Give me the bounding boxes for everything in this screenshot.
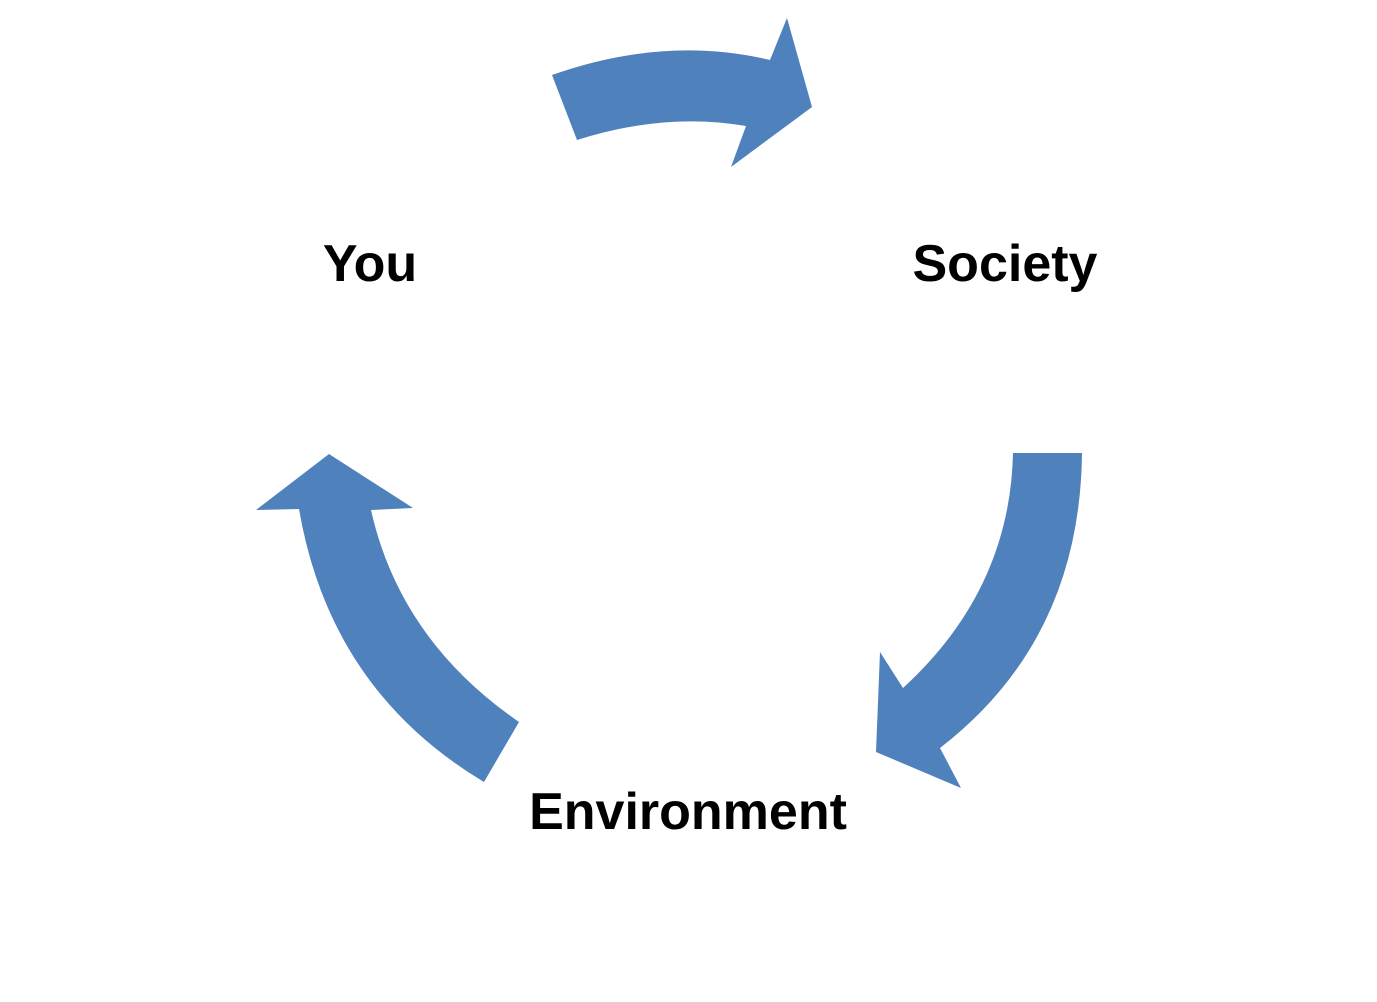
arrow-environment-to-you-icon bbox=[256, 454, 519, 782]
arrow-society-to-environment-icon bbox=[876, 453, 1082, 788]
arrow-you-to-society-icon bbox=[552, 18, 812, 167]
node-label-society: Society bbox=[913, 235, 1098, 293]
node-label-environment: Environment bbox=[529, 783, 847, 841]
node-label-you: You bbox=[323, 235, 417, 293]
